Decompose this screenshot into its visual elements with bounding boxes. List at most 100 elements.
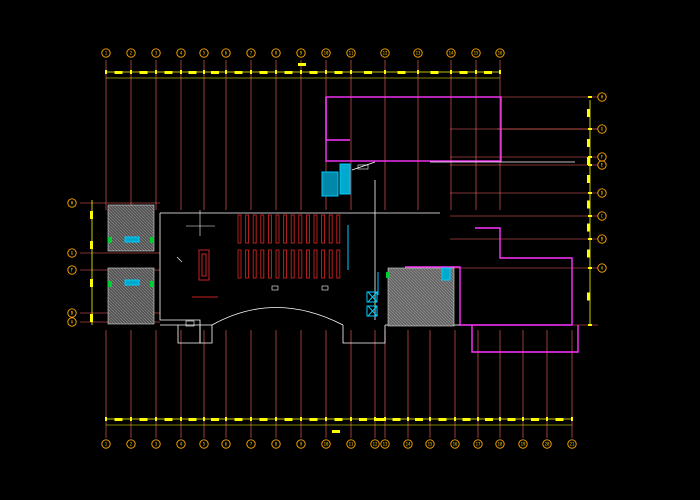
hatch-line bbox=[107, 275, 155, 323]
dim-tick bbox=[588, 96, 592, 98]
grid-bubble-label: F bbox=[601, 155, 604, 160]
hatch-line bbox=[387, 268, 446, 327]
dim-tick bbox=[275, 417, 277, 421]
hatch-line bbox=[136, 204, 155, 223]
dimension-lines bbox=[91, 71, 591, 426]
hatch-line bbox=[127, 204, 155, 232]
green-marks bbox=[108, 237, 390, 287]
dim-tick bbox=[325, 70, 327, 74]
grid-bubble: 9 bbox=[296, 48, 306, 58]
grid-bubble-label: 16 bbox=[498, 51, 503, 56]
dim-tick bbox=[429, 417, 431, 421]
grid-bubble-label: H bbox=[71, 201, 74, 206]
grid-bubble-label: 15 bbox=[474, 51, 479, 56]
grid-bubble: 1 bbox=[101, 439, 111, 449]
grid-bubble-label: 13 bbox=[416, 51, 421, 56]
hatch-line bbox=[107, 311, 121, 325]
hatch-line bbox=[387, 283, 431, 327]
hatch-line bbox=[107, 278, 154, 325]
grid-bubble-label: 5 bbox=[203, 51, 206, 56]
hatch-line bbox=[389, 267, 449, 327]
dim-tick bbox=[203, 417, 205, 421]
grid-bubble-label: 18 bbox=[498, 442, 503, 447]
shelving-rows bbox=[237, 214, 341, 279]
grid-bubble: 13 bbox=[413, 48, 423, 58]
dim-segment bbox=[164, 418, 173, 421]
shelf bbox=[321, 249, 326, 279]
hatch-line bbox=[416, 267, 455, 306]
dim-segment bbox=[211, 418, 219, 421]
shelf bbox=[298, 214, 303, 244]
grid-bubble: 20 bbox=[542, 439, 552, 449]
hatch-line bbox=[387, 319, 395, 327]
grid-bubble-label: 15 bbox=[428, 442, 433, 447]
hatch-line bbox=[107, 269, 155, 317]
hatch-line bbox=[145, 204, 155, 214]
hatch-line bbox=[107, 272, 155, 320]
dim-segment bbox=[211, 71, 219, 74]
grid-bubble: 16 bbox=[495, 48, 505, 58]
grid-bubble-label: 9 bbox=[300, 442, 303, 447]
grid-bubble: G bbox=[597, 124, 607, 134]
grid-bubble-label: H bbox=[601, 95, 604, 100]
grid-bubble-label: G bbox=[71, 251, 74, 256]
column-markers bbox=[90, 63, 590, 433]
hatch-line bbox=[121, 204, 155, 238]
dim-segment bbox=[139, 418, 148, 421]
hatch-line bbox=[107, 241, 118, 252]
dim-tick bbox=[155, 70, 157, 74]
shelf bbox=[245, 249, 250, 279]
grid-bubble: G bbox=[67, 248, 77, 258]
hatch-line bbox=[387, 295, 419, 327]
hatch-line bbox=[107, 305, 127, 325]
hatch-line bbox=[387, 271, 443, 327]
shelf bbox=[298, 249, 303, 279]
grid-bubble-label: 2 bbox=[130, 51, 133, 56]
dim-segment bbox=[298, 63, 306, 66]
hatch-line bbox=[111, 267, 155, 311]
grid-bubble-label: 3 bbox=[155, 442, 158, 447]
hatch-line bbox=[107, 308, 124, 325]
grid-bubble: 18 bbox=[495, 439, 505, 449]
dim-segment bbox=[587, 249, 590, 258]
dim-segment bbox=[364, 71, 372, 74]
dim-segment bbox=[234, 71, 243, 74]
hatch-line bbox=[392, 267, 452, 327]
hatch-line bbox=[118, 204, 155, 241]
grid-bubble: 17 bbox=[473, 439, 483, 449]
dim-tick bbox=[450, 70, 452, 74]
hatch-line bbox=[115, 204, 155, 244]
dim-tick bbox=[105, 70, 107, 74]
dim-segment bbox=[259, 418, 268, 421]
grid-bubble-label: 19 bbox=[521, 442, 526, 447]
hatch-line bbox=[401, 267, 455, 321]
dim-tick bbox=[477, 417, 479, 421]
dim-tick bbox=[588, 215, 592, 217]
hatch-line bbox=[108, 267, 155, 314]
shelf bbox=[283, 214, 288, 244]
grid-bubble-label: 17 bbox=[476, 442, 481, 447]
dim-segment bbox=[459, 71, 468, 74]
shelf bbox=[283, 249, 288, 279]
dim-segment bbox=[284, 418, 293, 421]
grid-bubble-label: 10 bbox=[324, 51, 329, 56]
dim-tick bbox=[350, 70, 352, 74]
dim-segment bbox=[507, 418, 516, 421]
shelf bbox=[305, 214, 310, 244]
hatch-line bbox=[124, 204, 155, 235]
hatch-line bbox=[407, 267, 455, 315]
hatch-line bbox=[112, 204, 155, 247]
hatch-line bbox=[147, 267, 155, 275]
shelf bbox=[252, 214, 257, 244]
grid-bubble: H bbox=[597, 92, 607, 102]
dim-tick bbox=[417, 70, 419, 74]
hatch-line bbox=[107, 314, 118, 325]
grid-bubble: 12 bbox=[370, 439, 380, 449]
grid-bubble: 2 bbox=[126, 48, 136, 58]
dim-tick bbox=[374, 417, 376, 421]
dim-tick bbox=[130, 417, 132, 421]
dim-tick bbox=[155, 417, 157, 421]
grid-bubble: F bbox=[67, 265, 77, 275]
shelf bbox=[267, 214, 272, 244]
grid-bubble: 6 bbox=[221, 48, 231, 58]
